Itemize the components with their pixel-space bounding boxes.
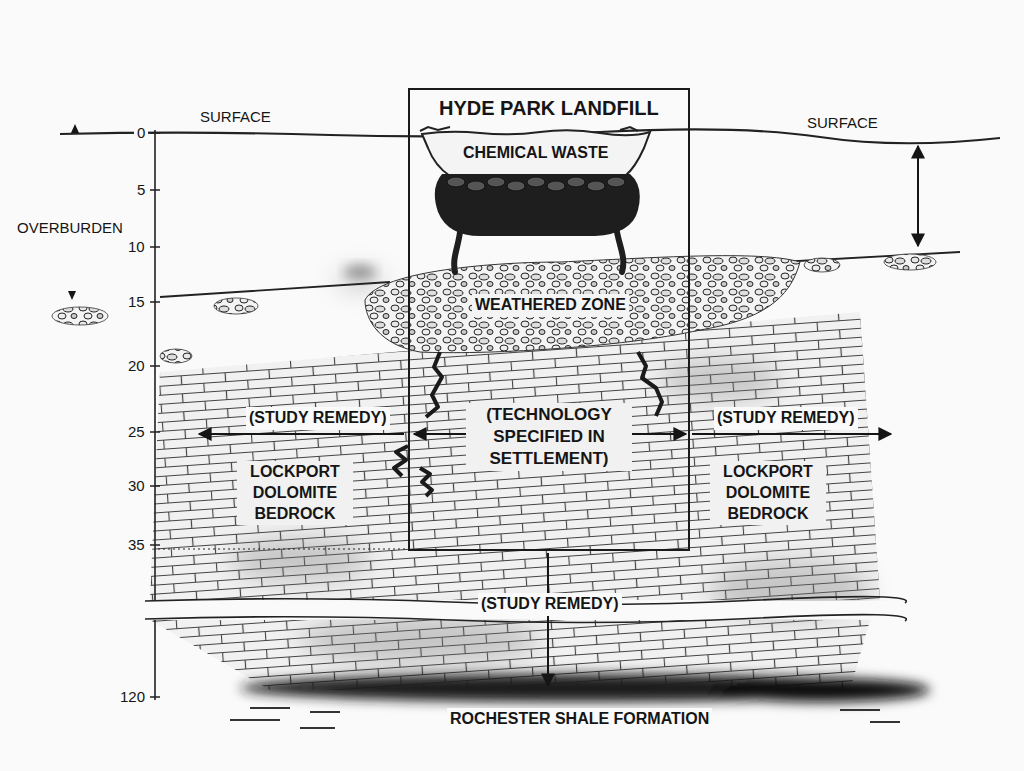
surface-label: SURFACE bbox=[804, 112, 881, 134]
remedy-label: (STUDY REMEDY) bbox=[246, 407, 390, 430]
rock-label: LOCKPORT DOLOMITE BEDROCK bbox=[710, 461, 826, 525]
remedy-label: (STUDY REMEDY) bbox=[478, 593, 622, 616]
depth-number: 10 bbox=[125, 236, 148, 258]
waste-pit: CHEMICAL WASTE bbox=[420, 128, 652, 240]
waste-label: CHEMICAL WASTE bbox=[460, 142, 611, 165]
zone-label: WEATHERED ZONE bbox=[472, 294, 629, 317]
depth-number: 30 bbox=[125, 475, 148, 497]
landfill-box: HYDE PARK LANDFILL (TECHNOLOGY SPECIFIED … bbox=[408, 88, 690, 551]
surface-label: SURFACE bbox=[197, 106, 274, 128]
depth-number: 35 bbox=[125, 534, 148, 556]
rock-label: LOCKPORT DOLOMITE BEDROCK bbox=[237, 461, 353, 525]
depth-number: 5 bbox=[134, 179, 148, 201]
depth-number: 120 bbox=[117, 686, 148, 708]
depth-number: 15 bbox=[125, 291, 148, 313]
box-note: (TECHNOLOGY SPECIFIED IN SETTLEMENT) bbox=[466, 403, 632, 471]
depth-number: 20 bbox=[125, 355, 148, 377]
box-heading: HYDE PARK LANDFILL bbox=[436, 94, 662, 122]
depth-number: 25 bbox=[125, 421, 148, 443]
depth-number: 0 bbox=[134, 122, 148, 144]
formation-label: ROCHESTER SHALE FORMATION bbox=[447, 708, 712, 731]
remedy-label: (STUDY REMEDY) bbox=[714, 407, 858, 430]
layer-label: OVERBURDEN bbox=[14, 217, 126, 239]
